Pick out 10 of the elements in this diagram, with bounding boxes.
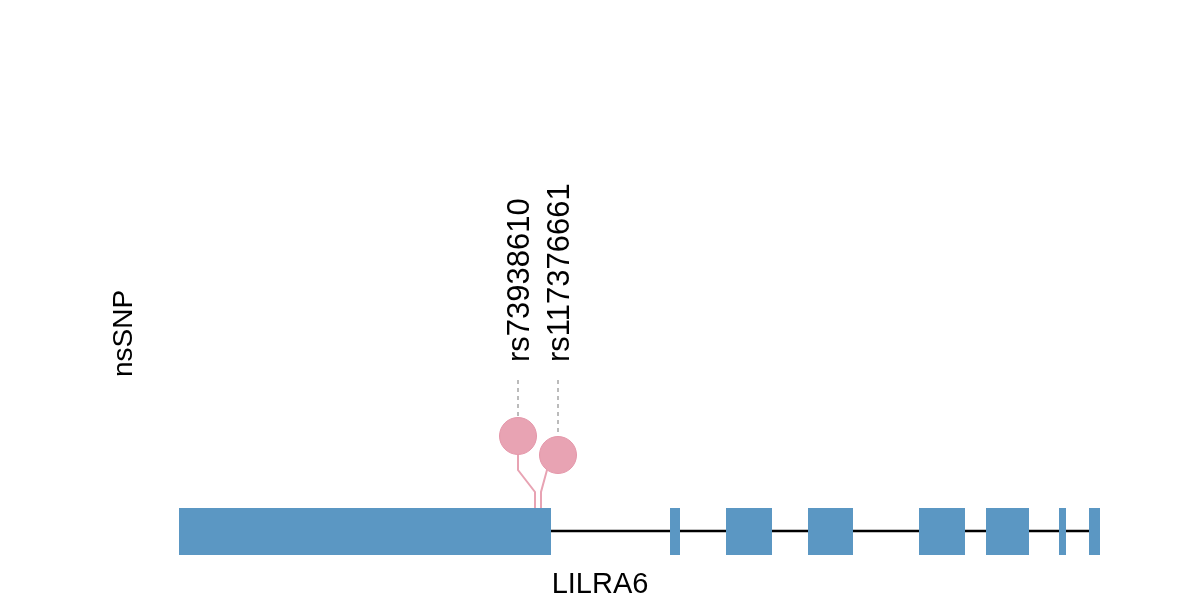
lollipop-stem <box>540 469 548 509</box>
track-label: nsSNP <box>106 289 138 377</box>
snp-label: rs117376661 <box>542 183 574 362</box>
snp-label: rs73938610 <box>502 198 534 362</box>
snp-lollipop-head <box>539 436 577 474</box>
gene-label: LILRA6 <box>551 567 649 599</box>
exon-block <box>179 508 551 555</box>
snp-lollipop-head <box>499 417 537 455</box>
dashed-leader-line <box>517 379 519 418</box>
lollipop-stem <box>517 454 536 509</box>
